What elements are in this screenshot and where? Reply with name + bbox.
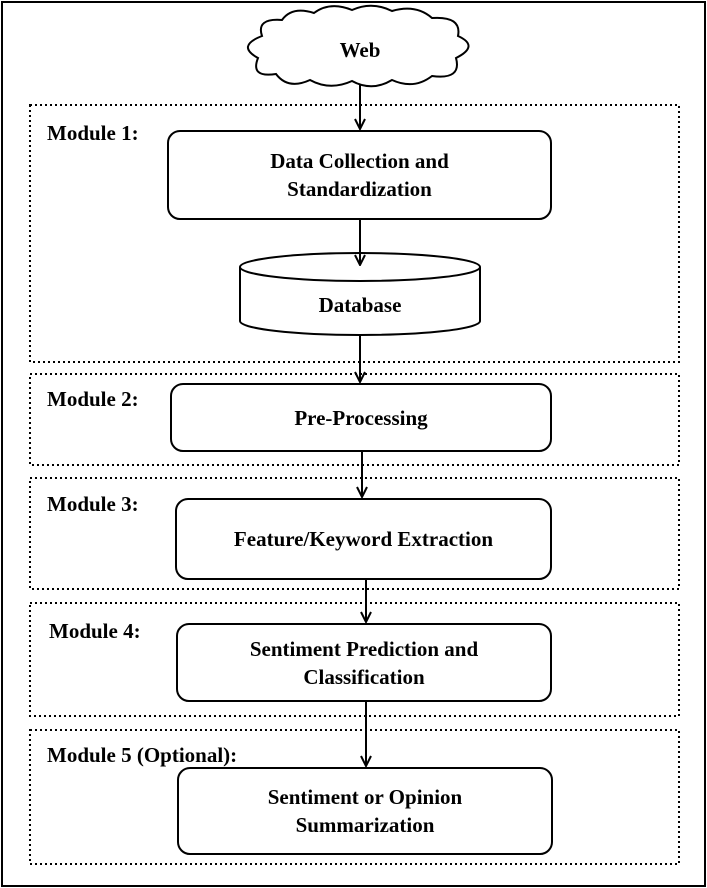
module-1-container	[29, 104, 680, 363]
module-4-label: Module 4:	[49, 619, 141, 643]
feature-extraction-label: Feature/Keyword Extraction	[233, 527, 494, 551]
module-2-label: Module 2:	[47, 387, 139, 411]
module-5-label: Module 5 (Optional):	[47, 743, 238, 767]
data-collection-box	[167, 130, 552, 220]
summarization-box	[177, 767, 553, 855]
pre-processing-box	[170, 383, 552, 452]
sentiment-prediction-box	[176, 623, 552, 702]
data-collection-label: Data Collection and Standardization	[270, 149, 449, 201]
web-label: Web	[339, 38, 381, 62]
summarization-label: Sentiment or Opinion Summarization	[267, 785, 463, 837]
module-3-label: Module 3:	[47, 492, 139, 516]
module-4-container	[29, 602, 680, 717]
pre-processing-label: Pre-Processing	[294, 405, 428, 430]
module-1-label: Module 1:	[47, 121, 139, 145]
module-5-container	[29, 729, 680, 865]
web-cloud-shape	[247, 4, 470, 88]
database-label: Database	[318, 293, 402, 317]
feature-extraction-box	[175, 498, 552, 580]
sentiment-prediction-label: Sentiment Prediction and Classification	[249, 636, 479, 689]
database-cylinder	[239, 252, 481, 336]
